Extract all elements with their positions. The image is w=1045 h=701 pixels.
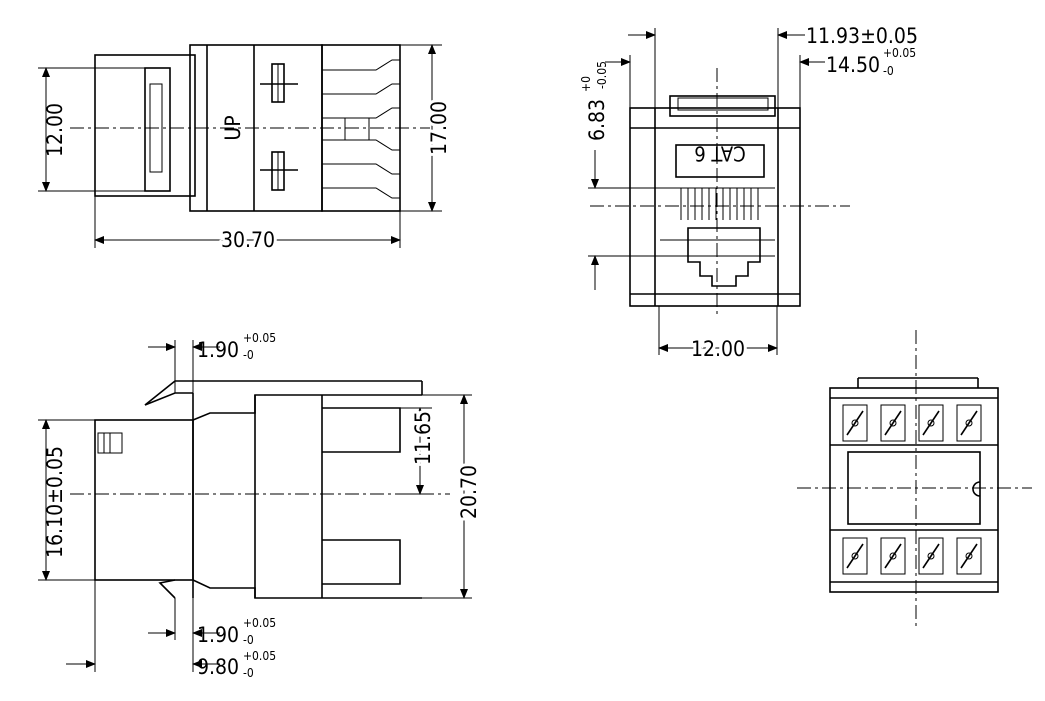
dim-top-height: 12.00 (43, 103, 67, 157)
dim-front-height-tol-minus: -0.05 (595, 61, 609, 89)
dim-front-outer-width: 14.50 (826, 53, 880, 77)
dim-side-body-height: 16.10±0.05 (43, 446, 67, 558)
lower-contact-slots (842, 537, 982, 575)
dim-front-height: 6.83 (585, 99, 609, 141)
dim-top-length: 30.70 (221, 228, 275, 252)
side-view-body (94, 380, 423, 599)
dim-front-width: 11.93±0.05 (806, 24, 918, 48)
dim-front-outer-width-tol-minus: -0 (883, 64, 894, 78)
dim-front-base-width: 12.00 (691, 337, 745, 361)
cat6-label: CAT 6 (694, 142, 745, 166)
dim-side-overall-height: 20.70 (457, 465, 481, 519)
dim-side-slot-height: 11.65 (411, 411, 435, 465)
dim-front-height-tol-plus: +0 (579, 76, 593, 92)
front-view: CAT 6 11.93±0.05 14.50 +0.05 -0 6.83 +0 … (579, 24, 918, 364)
dim-side-bottom-offset-tol-plus: +0.05 (243, 616, 276, 630)
dim-side-top-offset-tol-minus: -0 (243, 348, 254, 362)
side-view: 1.90 +0.05 -0 1.90 +0.05 -0 9.80 +0.05 -… (38, 331, 484, 680)
rear-view (797, 330, 1032, 628)
dim-side-top-offset-tol-plus: +0.05 (243, 331, 276, 345)
upper-contact-slots (842, 404, 982, 442)
dim-side-depth-tol-minus: -0 (243, 666, 254, 680)
dim-side-top-offset: 1.90 (197, 338, 239, 362)
dim-side-depth-tol-plus: +0.05 (243, 649, 276, 663)
top-view: UP 12.00 17.00 30.70 (38, 44, 454, 255)
dim-side-depth: 9.80 (197, 655, 239, 679)
dim-top-overall-height: 17.00 (427, 101, 451, 155)
dim-side-bottom-offset-tol-minus: -0 (243, 633, 254, 647)
front-view-body (629, 95, 801, 307)
dim-front-outer-width-tol-plus: +0.05 (883, 46, 916, 60)
dim-side-bottom-offset: 1.90 (197, 623, 239, 647)
